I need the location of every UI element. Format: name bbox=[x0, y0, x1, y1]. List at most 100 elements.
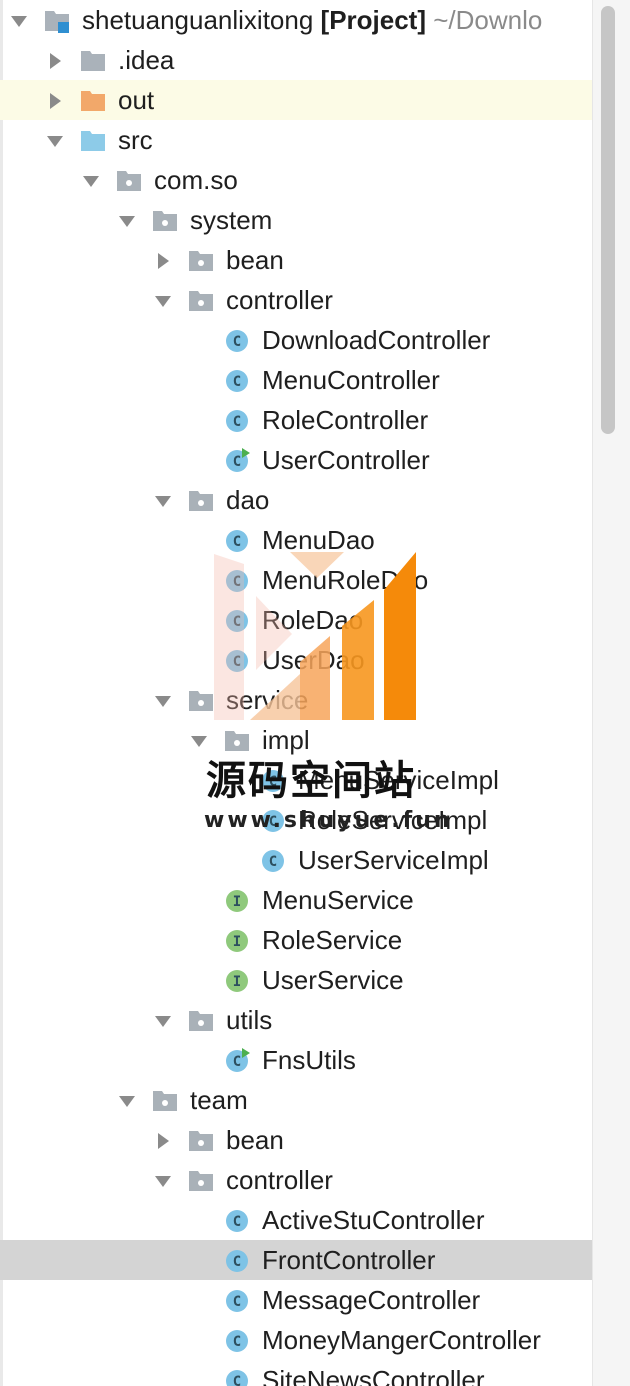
java-class-icon: C bbox=[224, 1208, 250, 1234]
watermark-logo bbox=[214, 552, 416, 720]
chevron-right-icon[interactable] bbox=[154, 1132, 172, 1150]
tree-node-label: MenuDao bbox=[262, 525, 375, 555]
tree-node-label: shetuanguanlixitong [Project] ~/Downlo bbox=[82, 5, 542, 35]
tree-node[interactable]: dao bbox=[0, 480, 592, 520]
java-class-runnable-icon: C bbox=[224, 1048, 250, 1074]
scrollbar-thumb[interactable] bbox=[601, 6, 615, 434]
svg-text:C: C bbox=[233, 414, 241, 430]
tree-node-label: FnsUtils bbox=[262, 1045, 356, 1075]
tree-node[interactable]: C RoleServiceImpl bbox=[0, 800, 592, 840]
tree-node-label: system bbox=[190, 205, 273, 235]
chevron-down-icon[interactable] bbox=[154, 292, 172, 310]
svg-text:C: C bbox=[233, 534, 241, 550]
chevron-down-icon[interactable] bbox=[118, 212, 136, 230]
tree-node[interactable]: C FrontController bbox=[0, 1240, 592, 1280]
label-segment: shetuanguanlixitong bbox=[82, 5, 321, 35]
project-tree[interactable]: shetuanguanlixitong [Project] ~/Downlo .i… bbox=[0, 0, 592, 1386]
package-folder-icon bbox=[224, 728, 250, 754]
svg-text:C: C bbox=[233, 614, 241, 630]
tree-node[interactable]: src bbox=[0, 120, 592, 160]
tree-node[interactable]: C MenuDao bbox=[0, 520, 592, 560]
package-folder-icon bbox=[188, 1128, 214, 1154]
package-folder-icon bbox=[116, 168, 142, 194]
tree-node[interactable]: C DownloadController bbox=[0, 320, 592, 360]
java-class-icon: C bbox=[224, 568, 250, 594]
package-folder-icon bbox=[188, 688, 214, 714]
tree-node[interactable]: .idea bbox=[0, 40, 592, 80]
chevron-down-icon[interactable] bbox=[154, 1012, 172, 1030]
svg-text:C: C bbox=[233, 334, 241, 350]
chevron-right-icon[interactable] bbox=[154, 252, 172, 270]
java-class-icon: C bbox=[224, 408, 250, 434]
tree-node-label: dao bbox=[226, 485, 270, 515]
vertical-scrollbar[interactable] bbox=[592, 0, 630, 1386]
tree-node-label: MenuServiceImpl bbox=[298, 765, 499, 795]
tree-node[interactable]: I UserService bbox=[0, 960, 592, 1000]
tree-node[interactable]: bean bbox=[0, 240, 592, 280]
svg-text:C: C bbox=[269, 814, 277, 830]
tree-node[interactable]: system bbox=[0, 200, 592, 240]
svg-text:C: C bbox=[233, 454, 241, 470]
watermark-url: www.shuyue.fun bbox=[204, 808, 453, 833]
svg-text:C: C bbox=[233, 1334, 241, 1350]
tree-node-label: bean bbox=[226, 245, 284, 275]
tree-node[interactable]: C MenuServiceImpl bbox=[0, 760, 592, 800]
tree-node[interactable]: bean bbox=[0, 1120, 592, 1160]
tree-node[interactable]: C FnsUtils bbox=[0, 1040, 592, 1080]
java-class-icon: C bbox=[224, 608, 250, 634]
chevron-down-icon[interactable] bbox=[190, 732, 208, 750]
tree-node[interactable]: out bbox=[0, 80, 592, 120]
svg-text:C: C bbox=[233, 1374, 241, 1386]
tree-node-label: out bbox=[118, 85, 155, 115]
chevron-down-icon[interactable] bbox=[118, 1092, 136, 1110]
tree-node-label: DownloadController bbox=[262, 325, 491, 355]
java-class-icon: C bbox=[260, 848, 286, 874]
package-folder-icon bbox=[188, 488, 214, 514]
chevron-right-icon[interactable] bbox=[46, 52, 64, 70]
tree-node[interactable]: shetuanguanlixitong [Project] ~/Downlo bbox=[0, 0, 592, 40]
chevron-down-icon[interactable] bbox=[82, 172, 100, 190]
java-class-icon: C bbox=[260, 768, 286, 794]
svg-text:C: C bbox=[233, 574, 241, 590]
package-folder-icon bbox=[152, 1088, 178, 1114]
tree-node[interactable]: utils bbox=[0, 1000, 592, 1040]
java-class-icon: C bbox=[260, 808, 286, 834]
svg-text:C: C bbox=[233, 1254, 241, 1270]
tree-node-label: UserService bbox=[262, 965, 404, 995]
java-class-icon: C bbox=[224, 1368, 250, 1386]
package-folder-icon bbox=[188, 288, 214, 314]
chevron-down-icon[interactable] bbox=[46, 132, 64, 150]
chevron-down-icon[interactable] bbox=[154, 492, 172, 510]
chevron-right-icon[interactable] bbox=[46, 92, 64, 110]
tree-node-label: MoneyMangerController bbox=[262, 1325, 541, 1355]
chevron-down-icon[interactable] bbox=[154, 692, 172, 710]
svg-text:I: I bbox=[233, 974, 241, 990]
svg-text:C: C bbox=[233, 1294, 241, 1310]
label-segment: [Project] bbox=[320, 5, 426, 35]
tree-node-label: RoleServiceImpl bbox=[298, 805, 488, 835]
svg-text:C: C bbox=[269, 774, 277, 790]
tree-node[interactable]: team bbox=[0, 1080, 592, 1120]
svg-text:I: I bbox=[233, 934, 241, 950]
tree-node-label: UserServiceImpl bbox=[298, 845, 489, 875]
chevron-down-icon[interactable] bbox=[10, 12, 28, 30]
tree-node[interactable]: impl bbox=[0, 720, 592, 760]
tree-node[interactable]: controller bbox=[0, 280, 592, 320]
tree-node-label: com.so bbox=[154, 165, 238, 195]
panel-left-edge bbox=[0, 0, 3, 1386]
chevron-down-icon[interactable] bbox=[154, 1172, 172, 1190]
tree-node[interactable]: C UserServiceImpl bbox=[0, 840, 592, 880]
tree-node[interactable]: C MoneyMangerController bbox=[0, 1320, 592, 1360]
tree-node[interactable]: controller bbox=[0, 1160, 592, 1200]
tree-node[interactable]: com.so bbox=[0, 160, 592, 200]
tree-node-label: FrontController bbox=[262, 1245, 436, 1275]
